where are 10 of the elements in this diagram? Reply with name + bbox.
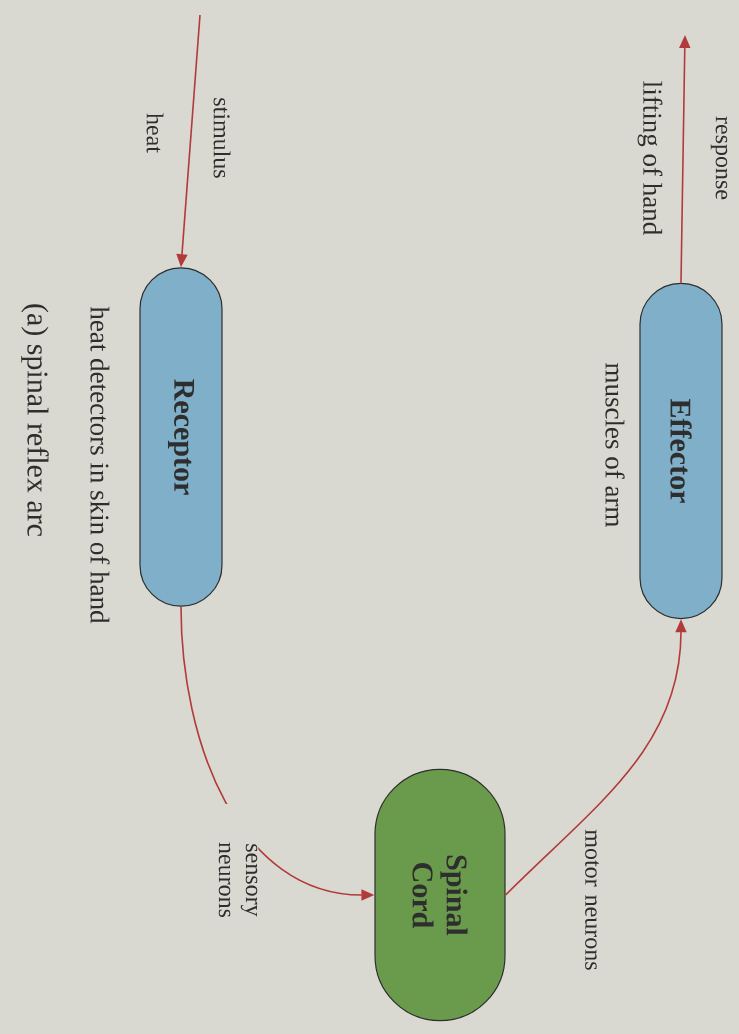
process-box: Effector <box>639 282 723 620</box>
node-caption: muscles of arm <box>605 363 625 528</box>
text-label: heat <box>146 113 164 153</box>
caption: (a) spinal reflex arc <box>21 304 49 537</box>
node-caption: heat detectors in skin of hand <box>90 306 110 624</box>
process-box: Spinal Cord <box>374 768 506 1022</box>
process-box: Receptor <box>139 267 223 607</box>
edge-label: motor neurons <box>584 824 600 976</box>
edge-label: sensory neurons <box>217 804 259 956</box>
text-label: lifting of hand <box>637 81 663 235</box>
